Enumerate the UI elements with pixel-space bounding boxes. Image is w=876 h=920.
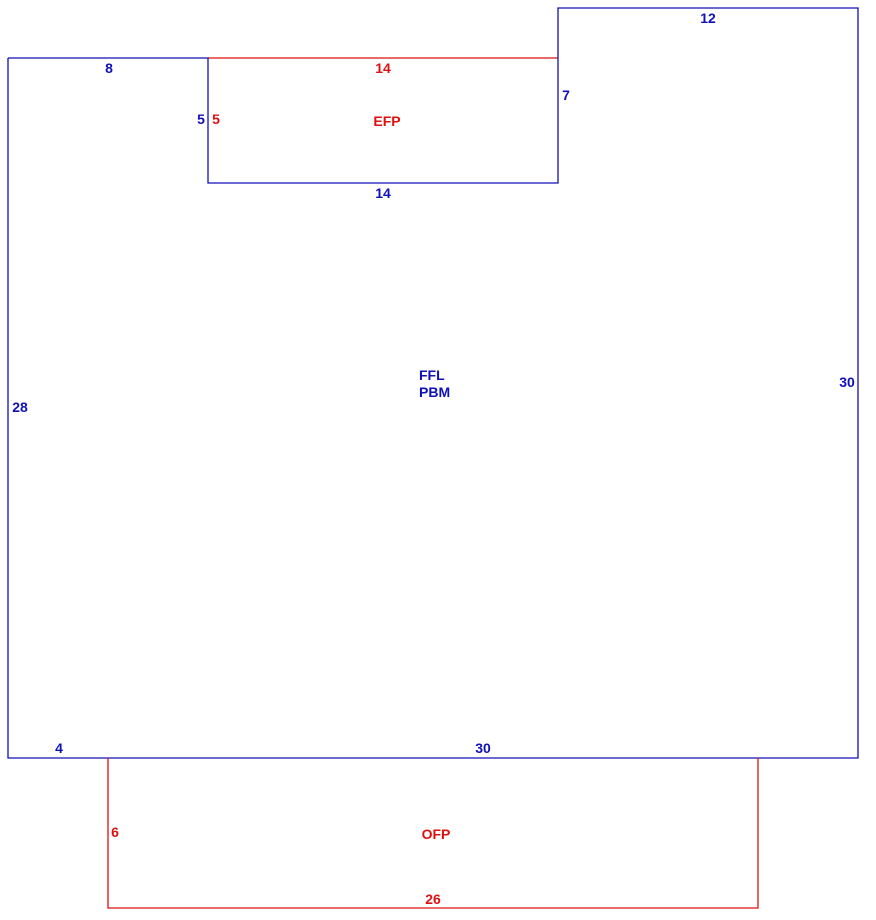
efp-area-label: EFP [373,113,400,129]
main-area-label-2: PBM [419,384,450,400]
dim-efp-top: 14 [375,60,391,76]
dim-main-left: 28 [12,399,28,415]
dim-ofp-left: 6 [111,824,119,840]
dim-efp-left: 5 [212,111,220,127]
dim-main-top-right: 12 [700,10,716,26]
ofp-area-label: OFP [422,826,451,842]
main-area-label-1: FFL [419,367,445,383]
dim-ofp-bottom: 26 [425,891,441,907]
dim-notch-left: 5 [197,111,205,127]
dim-notch-bottom: 14 [375,185,391,201]
dim-main-bottom: 30 [475,740,491,756]
dim-main-bottom-left: 4 [55,740,63,756]
dim-main-right: 30 [839,374,855,390]
dim-notch-right: 7 [562,87,570,103]
main-outline [7,7,859,759]
dim-main-top-left: 8 [105,60,113,76]
ofp-outline [107,758,759,909]
